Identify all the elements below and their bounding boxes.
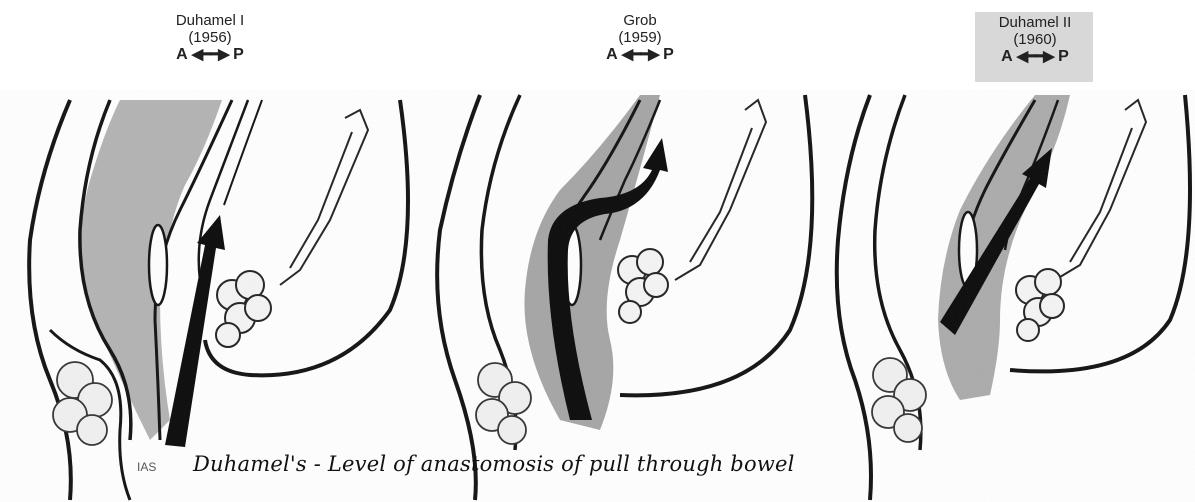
panel-title-duhamel-2: Duhamel II (1960) A ◀━━▶ P bbox=[955, 14, 1115, 65]
ias-label: IAS bbox=[137, 460, 156, 474]
double-arrow-icon: ◀━━▶ bbox=[622, 46, 659, 63]
anterior-label: A bbox=[606, 46, 617, 63]
panel-title-duhamel-1: Duhamel I (1956) A ◀━━▶ P bbox=[130, 12, 290, 63]
orientation-indicator: A ◀━━▶ P bbox=[560, 46, 720, 63]
figure-caption: Duhamel's - Level of anastomosis of pull… bbox=[193, 452, 795, 476]
posterior-label: P bbox=[233, 46, 244, 63]
panel-name: Grob bbox=[560, 12, 720, 29]
panel-year: (1960) bbox=[955, 31, 1115, 48]
orientation-indicator: A ◀━━▶ P bbox=[955, 48, 1115, 65]
posterior-label: P bbox=[1058, 48, 1069, 65]
double-arrow-icon: ◀━━▶ bbox=[192, 46, 229, 63]
panel-year: (1959) bbox=[560, 29, 720, 46]
anterior-label: A bbox=[176, 46, 187, 63]
panel-title-grob: Grob (1959) A ◀━━▶ P bbox=[560, 12, 720, 63]
orientation-indicator: A ◀━━▶ P bbox=[130, 46, 290, 63]
panel-name: Duhamel I bbox=[130, 12, 290, 29]
anterior-label: A bbox=[1001, 48, 1012, 65]
panel-name: Duhamel II bbox=[955, 14, 1115, 31]
double-arrow-icon: ◀━━▶ bbox=[1017, 48, 1054, 65]
panel-year: (1956) bbox=[130, 29, 290, 46]
scan-texture bbox=[0, 90, 1195, 502]
posterior-label: P bbox=[663, 46, 674, 63]
